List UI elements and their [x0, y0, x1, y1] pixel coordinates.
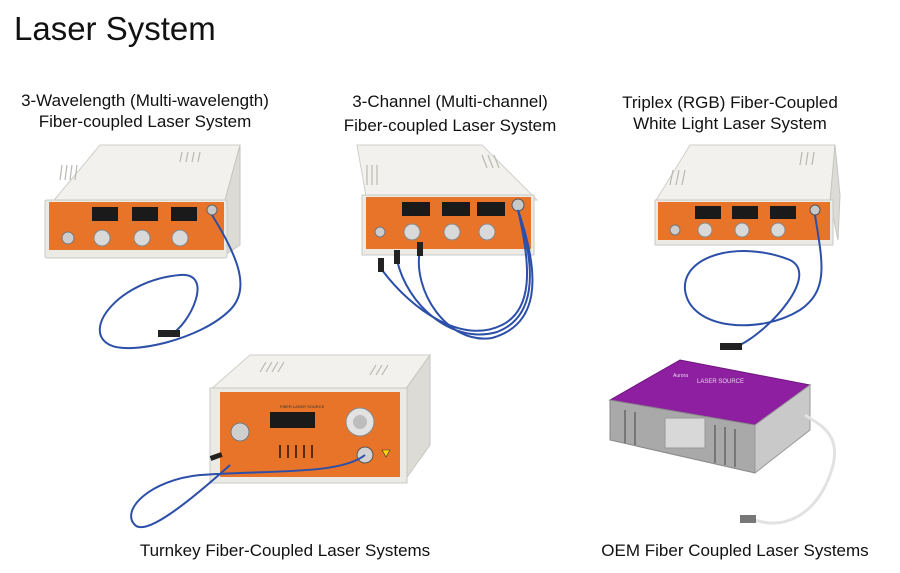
product-image-turnkey: FIBER LASER SOURCE — [120, 350, 440, 535]
product-image-3-wavelength — [40, 140, 270, 355]
fiber-bundle — [381, 209, 534, 340]
caption-3-channel: 3-Channel (Multi-channel) Fiber-coupled … — [330, 91, 570, 136]
fiber-cable — [130, 454, 366, 529]
caption-oem: OEM Fiber Coupled Laser Systems — [601, 541, 869, 560]
panel-text: FIBER LASER SOURCE — [280, 404, 325, 409]
oem-brand: Aurora — [673, 373, 688, 379]
fiber-cable — [98, 214, 242, 349]
fiber-cable — [683, 214, 823, 346]
product-image-triplex — [650, 140, 850, 355]
caption-line: White Light Laser System — [633, 114, 827, 133]
front-panel — [220, 392, 400, 477]
oem-label: LASER SOURCE — [697, 379, 744, 385]
caption-line: Fiber-coupled Laser System — [38, 112, 252, 131]
caption-line: 3-Wavelength (Multi-wavelength) — [21, 91, 269, 110]
caption-turnkey: Turnkey Fiber-Coupled Laser Systems — [139, 541, 431, 560]
caption-line: Triplex (RGB) Fiber-Coupled — [622, 93, 838, 112]
product-image-oem: LASER SOURCE Aurora — [605, 355, 850, 540]
caption-triplex-rgb: Triplex (RGB) Fiber-Coupled White Light … — [610, 92, 850, 134]
product-image-3-channel — [352, 140, 552, 350]
caption-3-wavelength: 3-Wavelength (Multi-wavelength) Fiber-co… — [18, 90, 272, 132]
page-title: Laser System — [14, 10, 216, 47]
fiber-cable-white — [754, 413, 837, 525]
caption-line: Fiber-coupled Laser System — [343, 116, 557, 135]
caption-line: 3-Channel (Multi-channel) — [352, 92, 548, 111]
